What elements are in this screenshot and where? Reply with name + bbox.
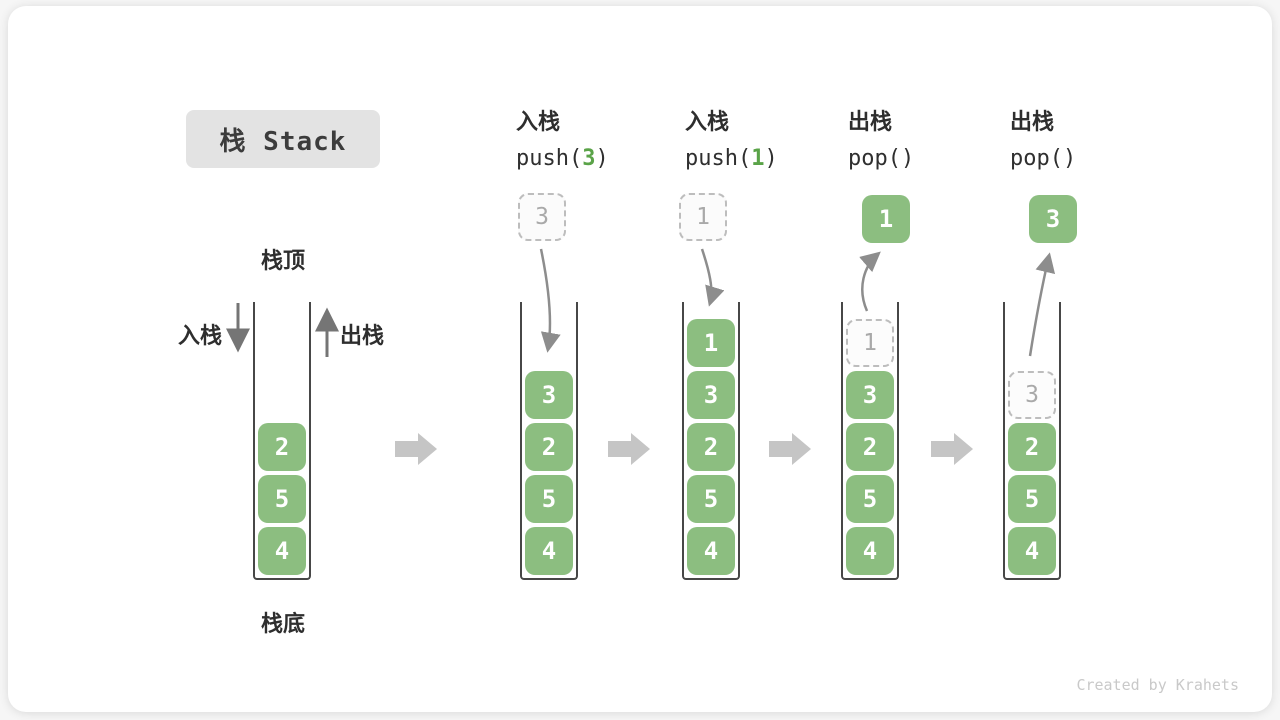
code-arg: 1 [751,146,765,171]
push-curve-arrow-icon [700,248,725,307]
step-arrow-icon [395,433,437,465]
stack-item: 2 [687,423,735,471]
step-label-pop3: 出栈 pop() [1010,104,1076,171]
stack-item: 4 [687,527,735,575]
push-side-label: 入栈 [178,323,223,348]
op-name: 出栈 [848,109,893,134]
footer-credit: Created by Krahets [1076,676,1239,694]
stack-item: 2 [525,423,573,471]
stack-container: 1 3 2 5 4 [841,302,899,580]
ghost-item: 3 [1008,371,1056,419]
code-prefix: push( [685,146,752,171]
op-name: 出栈 [1010,109,1055,134]
code-prefix: pop( [1010,146,1063,171]
incoming-value-box: 3 [518,193,566,241]
op-code: push(3) [516,146,609,171]
stack-container: 3 2 5 4 [520,302,578,580]
stack-item: 4 [1008,527,1056,575]
stack-bottom-label: 栈底 [260,611,306,636]
code-suffix: ) [1062,146,1077,171]
code-prefix: push( [516,146,583,171]
op-name: 入栈 [516,109,561,134]
step-label-pop1: 出栈 pop() [848,104,914,171]
stack-item: 5 [687,475,735,523]
incoming-value-box: 1 [679,193,727,241]
stack-item: 4 [525,527,573,575]
stack-item: 5 [1008,475,1056,523]
stack-item: 2 [258,423,306,471]
code-suffix: ) [900,146,915,171]
stack-item: 2 [1008,423,1056,471]
code-suffix: ) [764,146,778,171]
stack-item: 4 [846,527,894,575]
step-arrow-icon [608,433,650,465]
outgoing-value-box: 1 [862,195,910,243]
step-arrow-icon [931,433,973,465]
stack-item: 1 [687,319,735,367]
stack-item: 2 [846,423,894,471]
pop-side-label: 出栈 [340,323,385,348]
op-name: 入栈 [685,109,730,134]
code-suffix: ) [595,146,609,171]
code-prefix: pop( [848,146,901,171]
stack-container: 2 5 4 [253,302,311,580]
stack-item: 5 [525,475,573,523]
stack-container: 3 2 5 4 [1003,302,1061,580]
op-code: push(1) [685,146,778,171]
op-code: pop() [848,146,914,171]
stack-item: 3 [846,371,894,419]
step-label-push3: 入栈 push(3) [516,104,609,171]
stack-container: 1 3 2 5 4 [682,302,740,580]
stack-top-label: 栈顶 [260,248,306,273]
stack-item: 3 [687,371,735,419]
ghost-item: 1 [846,319,894,367]
stack-item: 5 [846,475,894,523]
code-arg: 3 [582,146,596,171]
step-arrow-icon [769,433,811,465]
outgoing-value-box: 3 [1029,195,1077,243]
stack-item: 5 [258,475,306,523]
stack-item: 4 [258,527,306,575]
title-badge: 栈 Stack [186,110,380,168]
step-label-push1: 入栈 push(1) [685,104,778,171]
op-code: pop() [1010,146,1076,171]
stack-item: 3 [525,371,573,419]
